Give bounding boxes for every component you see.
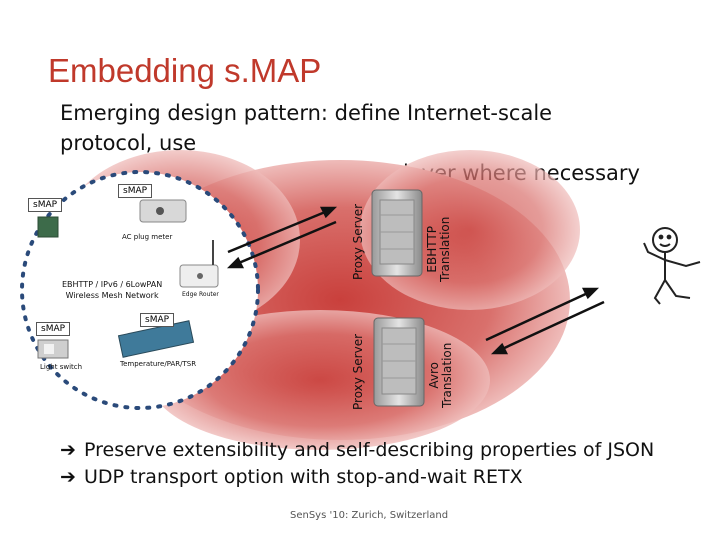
edge-router-label: Edge Router bbox=[182, 291, 219, 298]
slide-footer: SenSys '10: Zurich, Switzerland bbox=[290, 510, 449, 521]
light-switch-label: Light switch bbox=[40, 363, 83, 371]
mesh-network-region bbox=[20, 170, 260, 410]
proxy-server-top bbox=[371, 189, 423, 277]
mesh-network-label: EBHTTP / IPv6 / 6LowPAN Wireless Mesh Ne… bbox=[62, 280, 163, 300]
mesh-server-arrows bbox=[226, 206, 338, 269]
bullet-item: ➔UDP transport option with stop-and-wait… bbox=[60, 464, 654, 491]
smap-label-lower-left: sMAP bbox=[36, 322, 71, 336]
temperature-sensor-board bbox=[117, 320, 195, 358]
slide-title: Embedding s.MAP bbox=[48, 52, 322, 89]
smap-label-top: sMAP bbox=[118, 184, 153, 198]
smap-label-bottom: sMAP bbox=[140, 313, 175, 327]
smap-label-left: sMAP bbox=[28, 198, 63, 212]
avro-translation-label: Avro Translation bbox=[427, 342, 454, 408]
bullet-list: ➔Preserve extensibility and self-describ… bbox=[60, 437, 654, 491]
right-arrow-icon: ➔ bbox=[60, 439, 76, 461]
proxy-server-bottom bbox=[373, 317, 425, 407]
right-arrow-icon: ➔ bbox=[60, 466, 76, 488]
edge-router-device bbox=[179, 240, 219, 288]
subtitle-line-1: Emerging design pattern: define Internet… bbox=[60, 101, 553, 155]
proxy-server-bottom-label: Proxy Server bbox=[351, 333, 365, 410]
ac-plug-meter-device bbox=[139, 199, 187, 223]
proxy-server-top-label: Proxy Server bbox=[351, 203, 365, 280]
ac-plug-meter-label: AC plug meter bbox=[122, 233, 173, 241]
bullet-item: ➔Preserve extensibility and self-describ… bbox=[60, 437, 654, 464]
stick-figure-icon bbox=[643, 227, 701, 305]
light-switch-device bbox=[37, 339, 69, 359]
temperature-label: Temperature/PAR/TSR bbox=[120, 360, 197, 368]
client-arrows bbox=[485, 287, 605, 355]
ebhttp-translation-label: EBHTTP Translation bbox=[425, 216, 452, 282]
sensor-board-left bbox=[37, 216, 59, 238]
